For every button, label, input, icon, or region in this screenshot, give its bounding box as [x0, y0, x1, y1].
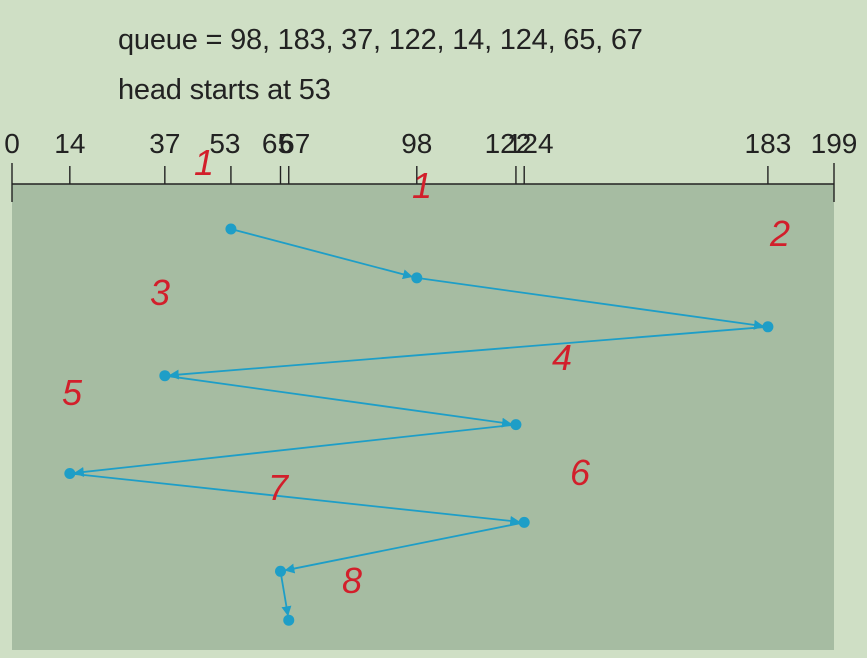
request-point: [64, 468, 76, 479]
head-start-caption: head starts at 53: [118, 74, 331, 106]
tick-label: 67: [279, 128, 310, 159]
annotation-label: 2: [769, 213, 790, 254]
request-point: [762, 321, 774, 333]
movement-segment: [69, 472, 521, 526]
annotation-label: 8: [342, 560, 362, 601]
tick-label: 53: [209, 128, 240, 159]
tick-label: 122: [485, 128, 532, 159]
request-point: [510, 419, 522, 431]
queue-caption: queue = 98, 183, 37, 122, 14, 124, 65, 6…: [118, 24, 643, 56]
tick-label: 124: [507, 128, 554, 159]
movement-segment: [164, 374, 512, 428]
annotation-label: 3: [150, 272, 170, 313]
movement-segment: [284, 521, 525, 574]
request-point: [411, 272, 423, 284]
movement-segment: [168, 325, 768, 380]
tick-label: 0: [4, 128, 20, 159]
request-points: [64, 223, 774, 626]
request-point: [225, 223, 237, 235]
handwritten-annotations: 1 1 2 3 4 5 6 7 8: [62, 142, 790, 601]
tick-label: 199: [811, 128, 858, 159]
cylinder-axis: [11, 163, 835, 202]
tick-label: 65: [262, 128, 293, 159]
annotation-label: 1: [412, 165, 432, 206]
tick-label: 183: [745, 128, 792, 159]
tick-label: 14: [54, 128, 85, 159]
request-point: [159, 370, 171, 382]
plot-area: [12, 184, 834, 650]
request-point: [274, 565, 286, 577]
movement-segment: [416, 277, 764, 330]
request-point: [283, 614, 295, 626]
movement-segment: [230, 228, 413, 280]
annotation-label: 6: [570, 452, 591, 493]
annotation-label: 1: [194, 142, 214, 183]
tick-label: 37: [149, 128, 180, 159]
annotation-label: 5: [62, 372, 83, 413]
movement-segment: [73, 423, 517, 477]
movement-segment: [279, 571, 292, 617]
tick-label: 98: [401, 128, 432, 159]
request-point: [518, 516, 530, 528]
head-movement-path: [69, 228, 768, 617]
annotation-label: 4: [552, 337, 572, 378]
annotation-label: 7: [268, 467, 290, 508]
